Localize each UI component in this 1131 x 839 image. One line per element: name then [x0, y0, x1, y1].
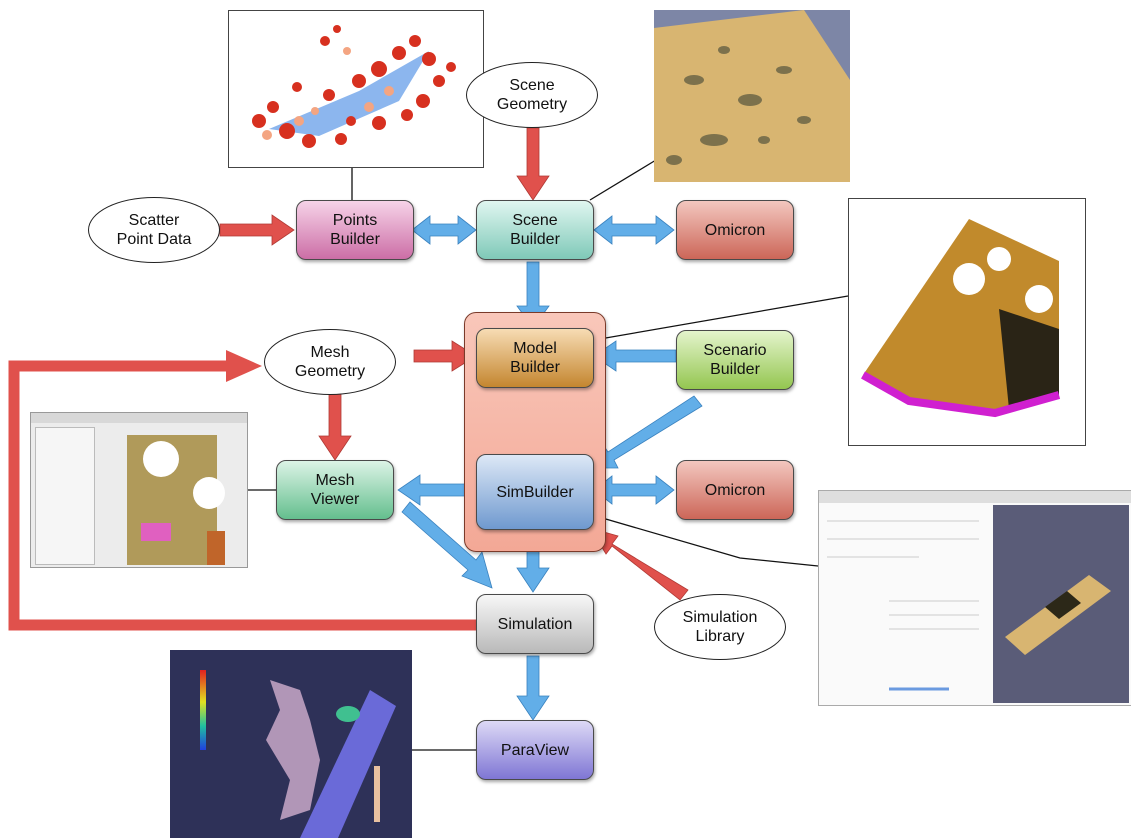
- simbuilder-app-thumbnail: [818, 490, 1131, 706]
- mesh-geometry-input[interactable]: Mesh Geometry: [264, 329, 396, 395]
- simbuilder-node[interactable]: SimBuilder: [476, 454, 594, 530]
- points-builder-node[interactable]: Points Builder: [296, 200, 414, 260]
- leader-model: [593, 295, 849, 341]
- leader-lines: [248, 159, 849, 751]
- leader-simbuilder: [591, 514, 819, 567]
- arrow-simbuilder-omicron: [593, 475, 675, 505]
- arrow-meshgeo-to-viewer: [318, 389, 352, 461]
- scene-geometry-input[interactable]: Scene Geometry: [466, 62, 598, 128]
- paraview-render-thumbnail: [170, 650, 412, 838]
- arrow-viewer-to-simulation: [401, 501, 493, 589]
- omicron-top-node[interactable]: Omicron: [676, 200, 794, 260]
- points-scatter-thumbnail: [228, 10, 484, 168]
- scenario-builder-node[interactable]: Scenario Builder: [676, 330, 794, 390]
- feedback-loop-arrowhead: [226, 350, 262, 382]
- scatter-point-data-input[interactable]: Scatter Point Data: [88, 197, 220, 263]
- arrow-scene-omicron: [593, 215, 675, 245]
- arrow-simulation-to-paraview: [516, 655, 550, 721]
- scene-builder-node[interactable]: Scene Builder: [476, 200, 594, 260]
- paraview-node[interactable]: ParaView: [476, 720, 594, 780]
- arrow-scenegeo-to-scene: [516, 127, 550, 201]
- arrow-scenario-to-simbuilder: [591, 395, 703, 469]
- simulation-library-input[interactable]: Simulation Library: [654, 594, 786, 660]
- arrow-scatter-to-points: [219, 214, 295, 246]
- leader-scene: [589, 159, 657, 201]
- arrow-points-scene: [411, 215, 477, 245]
- mesh-viewer-node[interactable]: Mesh Viewer: [276, 460, 394, 520]
- mesh-viewer-app-thumbnail: [30, 412, 248, 568]
- scene-terrain-thumbnail: [654, 10, 850, 182]
- feedback-loop-line: [8, 360, 476, 631]
- model-3d-thumbnail: [848, 198, 1086, 446]
- arrow-scenario-to-model: [593, 340, 677, 372]
- simulation-node[interactable]: Simulation: [476, 594, 594, 654]
- model-builder-node[interactable]: Model Builder: [476, 328, 594, 388]
- omicron-mid-node[interactable]: Omicron: [676, 460, 794, 520]
